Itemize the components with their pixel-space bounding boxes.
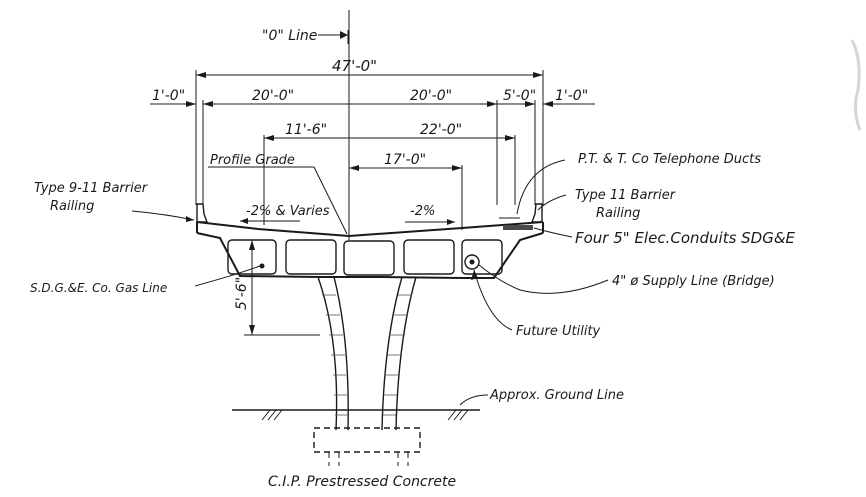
gas-line-label: S.D.G.&E. Co. Gas Line xyxy=(30,281,167,295)
dim-right-edge: 1'-0" xyxy=(555,88,588,104)
dim-depth: 5'-6" xyxy=(234,277,250,310)
scan-artifact xyxy=(850,39,862,131)
zero-line-group: "0" Line xyxy=(262,10,350,240)
dim-overall: 47'-0" xyxy=(332,57,377,75)
barrier-right-label-1: Type 11 Barrier xyxy=(575,188,677,203)
foundation-label: C.I.P. Prestressed Concrete xyxy=(268,474,456,490)
supply-line-pipe xyxy=(464,254,480,270)
ground-and-footing xyxy=(232,409,480,466)
dim-left-edge: 1'-0" xyxy=(152,88,185,104)
columns xyxy=(317,276,417,431)
dimension-lines xyxy=(150,70,595,336)
zero-line-label: "0" Line xyxy=(262,28,317,44)
dim-right-half: 20'-0" xyxy=(410,88,452,104)
conduits-label: Four 5" Elec.Conduits SDG&E xyxy=(575,229,796,247)
barrier-left-label-2: Railing xyxy=(50,199,94,214)
gas-line-pipe xyxy=(259,263,265,269)
slope-right-label: -2% xyxy=(410,204,435,219)
profile-grade-label: Profile Grade xyxy=(210,153,295,168)
barrier-right-label-2: Railing xyxy=(596,206,640,221)
ground-line-label: Approx. Ground Line xyxy=(489,388,624,403)
barrier-left-label-1: Type 9-11 Barrier xyxy=(34,181,149,196)
dim-offset-left: 11'-6" xyxy=(285,122,327,138)
telephone-label: P.T. & T. Co Telephone Ducts xyxy=(578,152,761,167)
dim-offset-17: 17'-0" xyxy=(384,152,426,168)
supply-line-label: 4" ø Supply Line (Bridge) xyxy=(612,274,775,289)
dim-sidewalk: 5'-0" xyxy=(503,88,536,104)
dim-offset-right: 22'-0" xyxy=(420,122,462,138)
dim-left-half: 20'-0" xyxy=(252,88,294,104)
future-utility-label: Future Utility xyxy=(516,324,601,339)
leaders xyxy=(131,159,609,406)
slope-left-label: -2% & Varies xyxy=(246,204,330,219)
